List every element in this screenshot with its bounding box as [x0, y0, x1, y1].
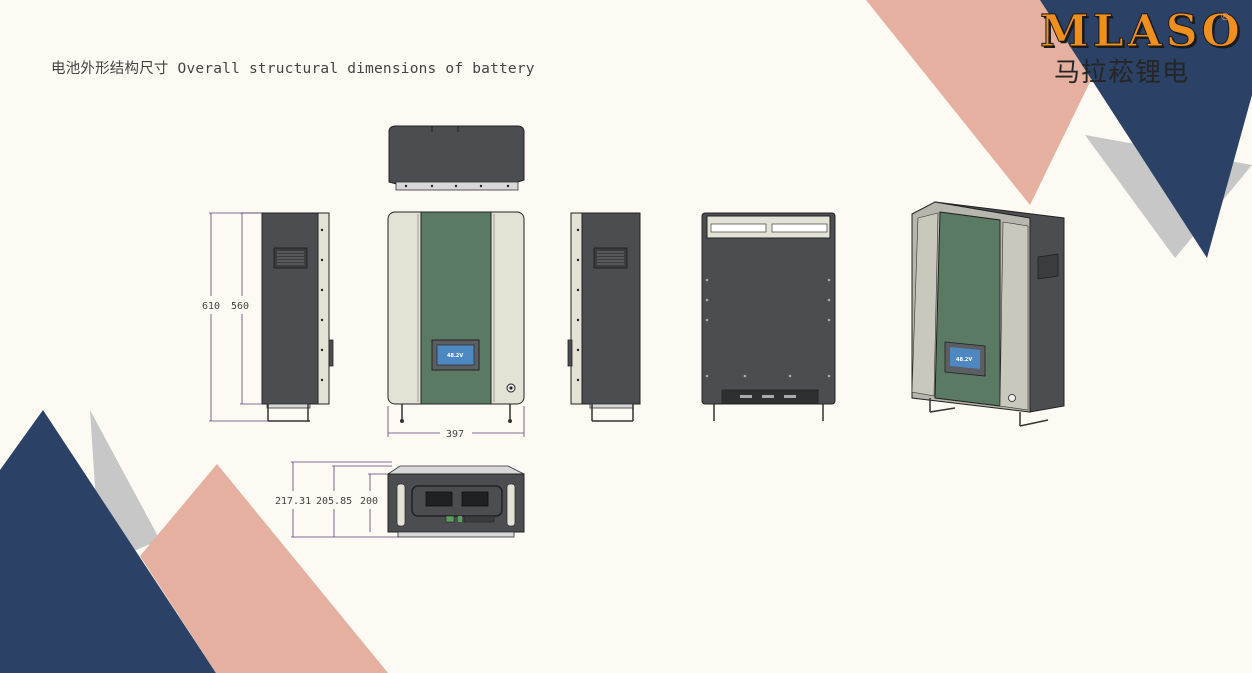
bg-salmon-triangle-bottom — [140, 464, 388, 673]
right-side-view — [567, 212, 641, 422]
bg-navy-triangle-top — [1040, 0, 1252, 258]
brand-logo-text: MLASO — [1040, 6, 1244, 58]
dim-depth-mid-label: 205.85 — [316, 496, 352, 507]
top-view — [388, 125, 525, 191]
brand-chinese-name: 马拉菘锂电 — [1054, 58, 1190, 88]
perspective-screen-label: 48.2V — [956, 357, 972, 363]
perspective-view — [911, 201, 1065, 427]
height-dimension-lines — [209, 212, 268, 422]
page-title: 电池外形结构尺寸 Overall structural dimensions o… — [51, 61, 535, 77]
registered-mark: ® — [1220, 12, 1230, 23]
dim-height-total-label: 610 — [202, 301, 220, 312]
dim-depth-body-label: 200 — [360, 496, 378, 507]
front-screen-label: 48.2V — [447, 353, 463, 359]
bg-salmon-triangle-top — [866, 0, 1130, 205]
bottom-view — [386, 465, 525, 538]
depth-dimension-lines — [291, 461, 398, 538]
left-side-view — [261, 212, 334, 422]
front-view — [387, 211, 525, 423]
width-dimension-lines — [387, 406, 525, 437]
brand-logo: MLASO ® 马拉菘锂电 — [1040, 6, 1244, 89]
dim-width-label: 397 — [446, 429, 464, 440]
dim-height-body-label: 560 — [231, 301, 249, 312]
dim-depth-total-label: 217.31 — [275, 496, 311, 507]
bg-navy-triangle-bottom — [0, 410, 216, 673]
back-view — [701, 212, 836, 421]
